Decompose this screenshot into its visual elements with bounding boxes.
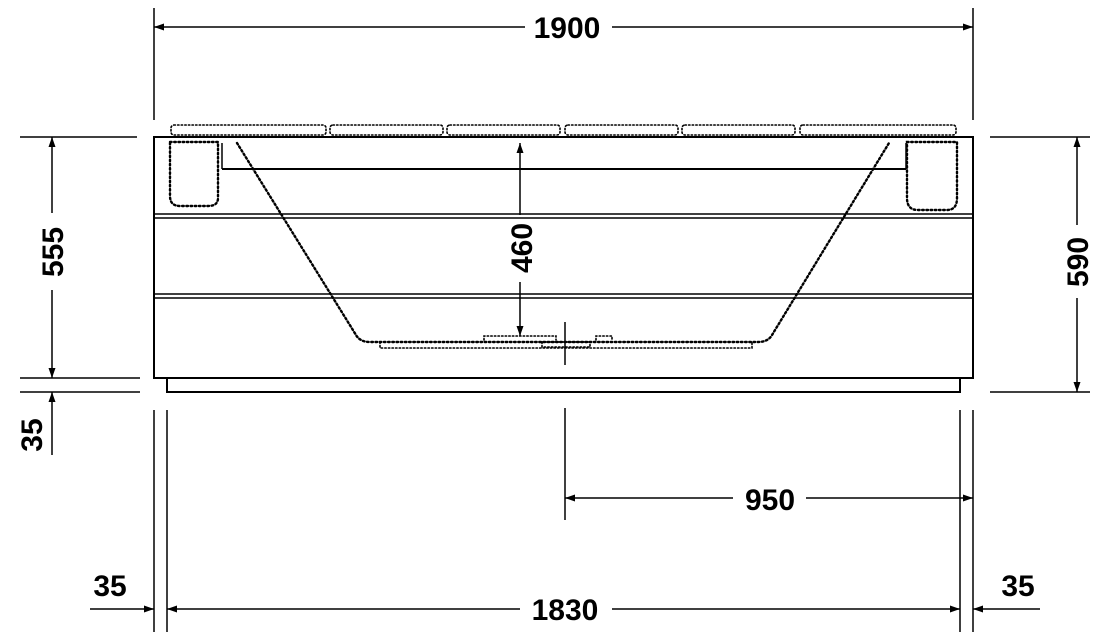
cover-segment	[799, 124, 957, 136]
dim-inner-length: 1830	[167, 594, 960, 627]
inner-basin-contour	[235, 141, 891, 344]
cover-segment	[446, 124, 561, 136]
dim-depth-inner: 460	[506, 143, 539, 336]
label-555: 555	[37, 227, 70, 277]
drain-center	[541, 341, 591, 348]
headrest-right	[905, 140, 959, 212]
label-plinth-35: 35	[16, 418, 49, 451]
cover-segment	[170, 124, 327, 136]
label-1900: 1900	[534, 12, 601, 45]
cover-segment	[329, 124, 444, 136]
drain-left	[483, 335, 557, 341]
dim-height-body: 555	[37, 137, 70, 378]
label-right-35: 35	[1001, 570, 1034, 603]
dim-right-margin: 35	[973, 570, 1040, 613]
label-950: 950	[745, 484, 795, 517]
label-590: 590	[1062, 237, 1095, 287]
dim-left-margin: 35	[90, 570, 154, 613]
tub-body-outline	[153, 136, 974, 379]
bathtub-front-view	[153, 136, 974, 393]
cover-segment	[681, 124, 796, 136]
dim-plinth: 35	[16, 392, 56, 455]
basin-bottom	[379, 341, 753, 349]
label-1830: 1830	[532, 594, 599, 627]
dim-overall-length: 1900	[154, 12, 973, 45]
dim-center-offset: 950	[565, 484, 973, 517]
tub-plinth	[166, 378, 961, 393]
cover-segment	[564, 124, 679, 136]
label-460: 460	[506, 223, 539, 273]
dim-height-total: 590	[1062, 137, 1095, 392]
drain-right	[595, 335, 613, 341]
label-left-35: 35	[93, 570, 126, 603]
hidden-contours	[168, 124, 959, 349]
extension-lines	[20, 8, 1090, 632]
headrest-left	[168, 140, 220, 208]
